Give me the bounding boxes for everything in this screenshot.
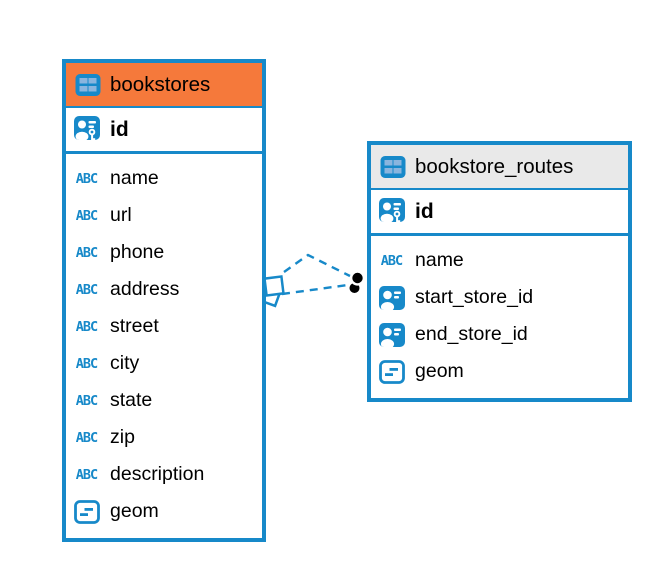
column-name: name [110,167,159,189]
column-row-name[interactable]: ABC name [66,160,262,197]
table-title: bookstore_routes [415,154,574,178]
column-name: address [110,278,180,300]
column-row-url[interactable]: ABC url [66,197,262,234]
table-icon [74,73,101,97]
relationship-line-2[interactable] [281,283,349,296]
text-type-icon: ABC [75,207,98,224]
column-name: geom [415,360,464,382]
table-title: bookstores [110,72,211,96]
primary-key-name: id [110,117,129,141]
table-header[interactable]: bookstores [66,63,262,108]
text-type-icon: ABC [75,170,98,187]
column-name: phone [110,241,165,263]
column-name: description [110,463,205,485]
text-type-icon: ABC [75,429,98,446]
column-name: name [415,249,464,271]
reference-key-icon [378,322,405,348]
many-end-marker[interactable] [347,270,366,295]
column-row-street[interactable]: ABC street [66,308,262,345]
column-row-phone[interactable]: ABC phone [66,234,262,271]
table-header[interactable]: bookstore_routes [371,145,628,190]
column-row-description[interactable]: ABC description [66,456,262,493]
column-row-start_store_id[interactable]: start_store_id [371,279,628,316]
column-name: geom [110,500,159,522]
text-type-icon: ABC [75,392,98,409]
text-type-icon: ABC [75,355,98,372]
table-bookstore-routes[interactable]: bookstore_routes id ABC name start_store_i… [367,141,632,402]
relationship-line-1[interactable] [283,253,351,278]
column-name: zip [110,426,135,448]
column-row-end_store_id[interactable]: end_store_id [371,316,628,353]
column-name: state [110,389,153,411]
primary-key-name: id [415,199,434,223]
text-type-icon: ABC [75,244,98,261]
column-row-address[interactable]: ABC address [66,271,262,308]
column-name: start_store_id [415,286,534,308]
column-row-geom[interactable]: geom [66,493,262,530]
column-name: url [110,204,132,226]
primary-key-row[interactable]: id [66,108,262,154]
text-type-icon: ABC [75,466,98,483]
column-row-city[interactable]: ABC city [66,345,262,382]
reference-key-icon [378,285,405,311]
column-row-geom[interactable]: geom [371,353,628,390]
text-type-icon: ABC [75,318,98,335]
column-row-zip[interactable]: ABC zip [66,419,262,456]
primary-key-icon [378,197,405,227]
column-name: street [110,315,159,337]
geometry-type-icon [378,359,405,385]
geometry-type-icon [73,499,100,525]
column-name: city [110,352,140,374]
column-name: end_store_id [415,323,528,345]
primary-key-row[interactable]: id [371,190,628,236]
primary-key-icon [73,115,100,145]
text-type-icon: ABC [380,252,403,269]
column-row-name[interactable]: ABC name [371,242,628,279]
table-icon [379,155,406,179]
text-type-icon: ABC [75,281,98,298]
column-row-state[interactable]: ABC state [66,382,262,419]
